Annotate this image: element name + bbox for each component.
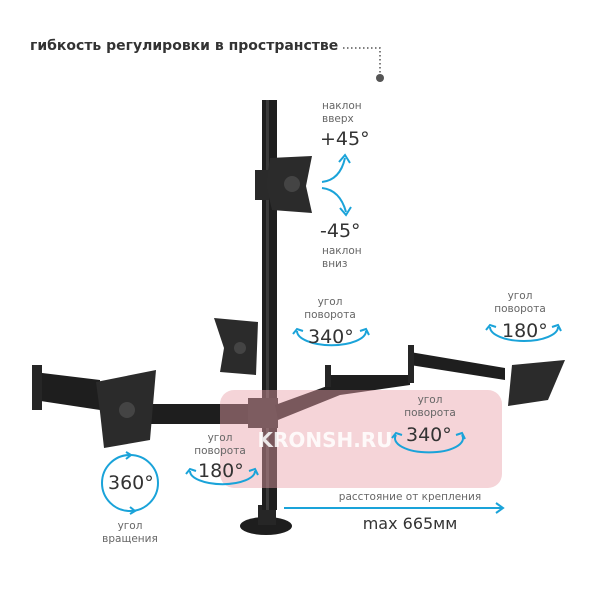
swivel-left-arrow-icon	[189, 470, 256, 486]
distance-arrow-icon	[284, 502, 505, 514]
rotation-label-2: вращения	[102, 533, 158, 545]
swivel-top-arrow-icon	[296, 330, 367, 347]
left-arm	[150, 404, 265, 424]
tilt-up-label-1: наклон	[322, 100, 362, 112]
rotation-value: 360°	[108, 472, 154, 494]
swivel-right-label-1: угол	[507, 290, 533, 302]
swivel-right-arrow-icon	[489, 326, 559, 342]
swivel-left-value: 180°	[198, 460, 244, 482]
swivel-mid-label-2: поворота	[404, 407, 456, 419]
watermark-text: KRONSH.RU	[257, 428, 393, 452]
swivel-right-label-2: поворота	[494, 303, 546, 315]
right-arm-1	[275, 375, 410, 420]
swivel-top-value: 340°	[308, 326, 354, 348]
swivel-left-label-1: угол	[207, 432, 233, 444]
tilt-up-arrow-icon	[338, 153, 351, 164]
swivel-top-label-2: поворота	[304, 309, 356, 321]
tilt-up-label-2: вверх	[322, 113, 354, 125]
swivel-left-label-2: поворота	[194, 445, 246, 457]
right-arm-2	[410, 352, 505, 380]
desk-base	[240, 517, 292, 535]
leader-dot	[376, 74, 384, 82]
tilt-down-arrow-icon	[339, 206, 352, 217]
distance-value: max 665мм	[362, 514, 458, 533]
swivel-top-label-1: угол	[317, 296, 343, 308]
leader-line	[343, 47, 381, 74]
swivel-mid-label-1: угол	[417, 394, 443, 406]
swivel-mid-value: 340°	[406, 424, 452, 446]
tilt-down-value: -45°	[320, 220, 361, 242]
tilt-down-label-2: вниз	[322, 258, 348, 270]
page-title: гибкость регулировки в пространстве	[30, 38, 339, 54]
tilt-up-value: +45°	[320, 128, 370, 150]
tilt-down-label-1: наклон	[322, 245, 362, 257]
distance-label: расстояние от крепления	[338, 491, 482, 503]
swivel-mid-arrow-icon	[394, 434, 464, 454]
vesa-plate-right	[508, 360, 565, 406]
watermark-box	[220, 390, 502, 488]
swivel-right-value: 180°	[502, 320, 548, 342]
rotation-label-1: угол	[117, 520, 143, 532]
